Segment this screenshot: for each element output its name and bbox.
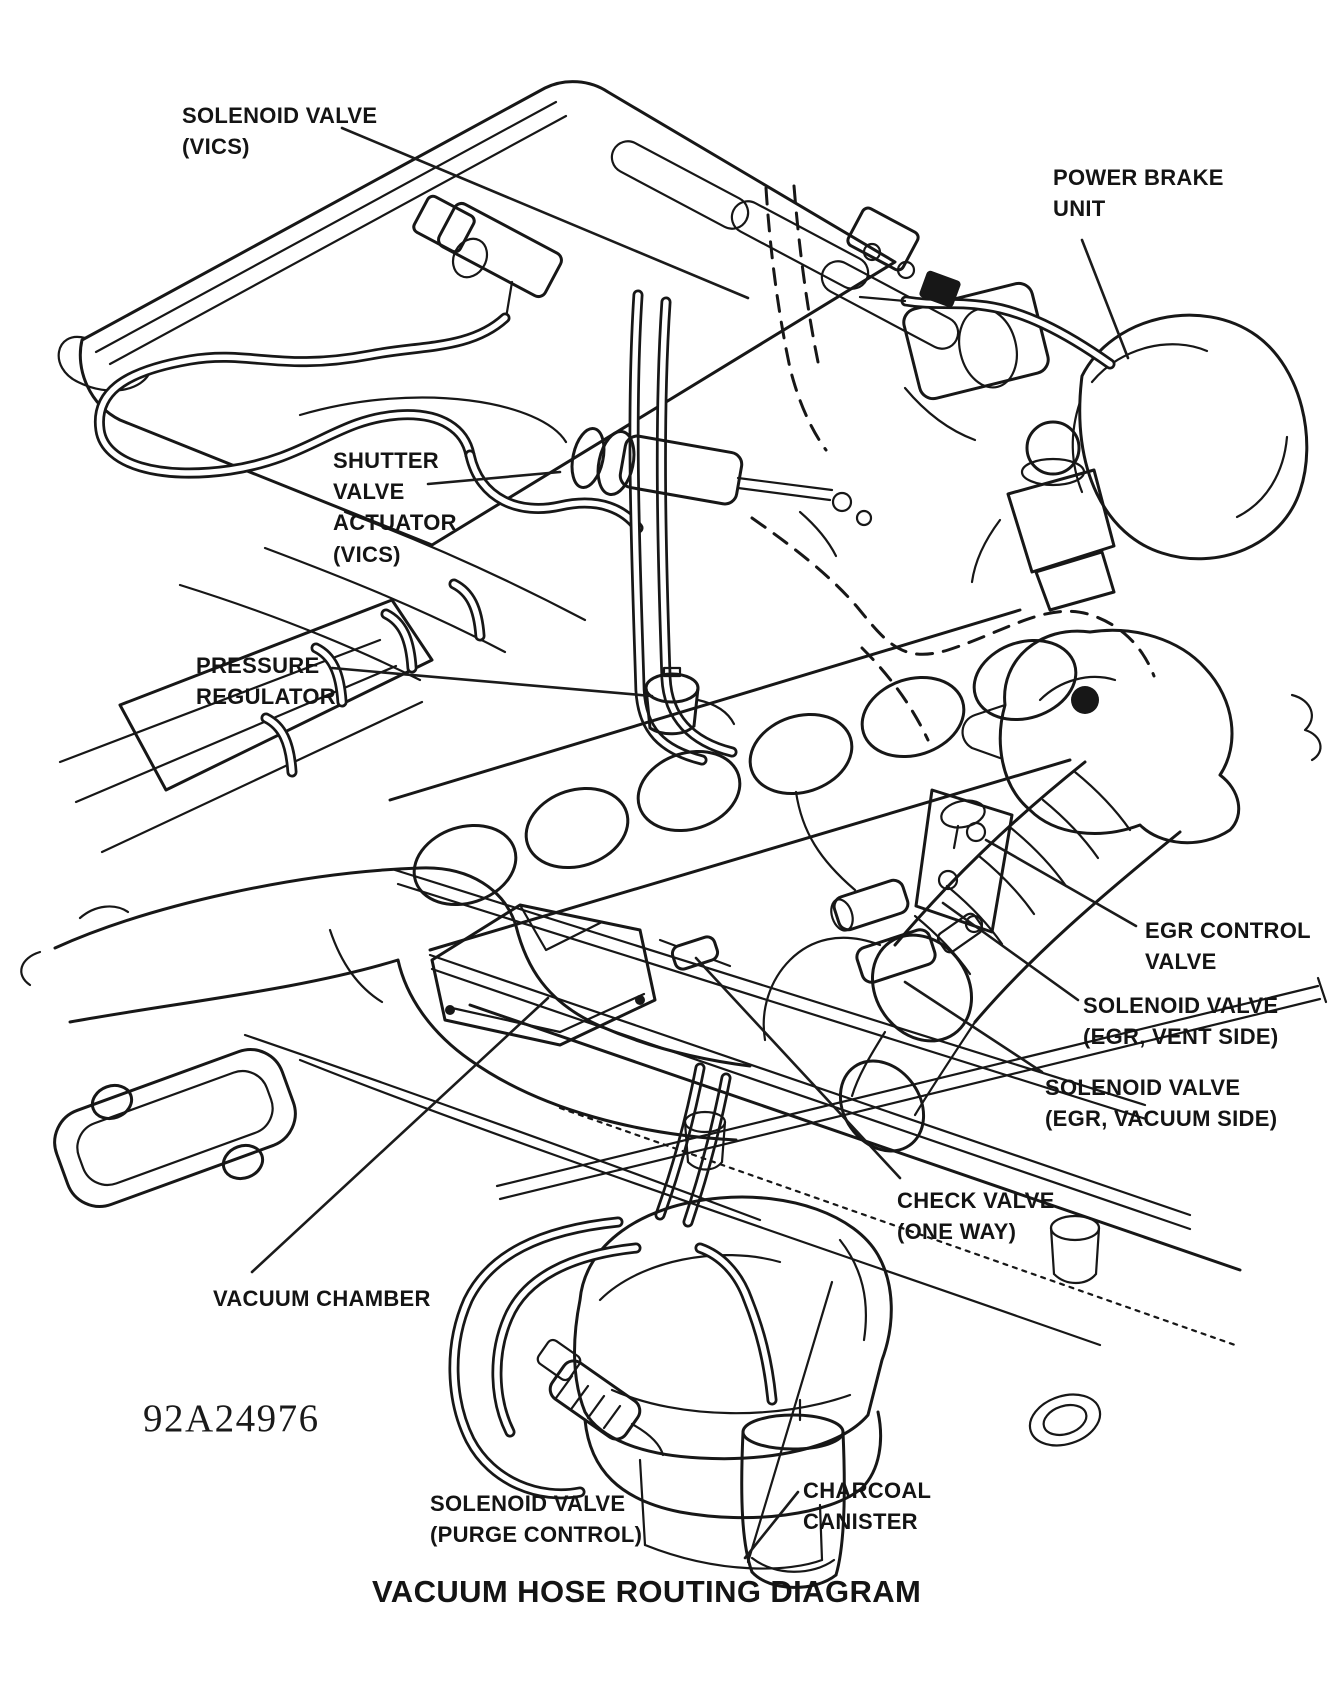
label-solenoid-valve-egr-vacuum: SOLENOID VALVE (EGR, VACUUM SIDE)	[1045, 1075, 1278, 1132]
power-brake-booster	[858, 270, 1322, 762]
egr-solenoid-cluster	[658, 788, 1014, 1042]
lower-left-intake	[20, 866, 752, 1208]
center-vertical-hoses	[628, 289, 738, 1228]
label-shutter-valve-actuator: SHUTTER VALVE ACTUATOR (VICS)	[333, 448, 457, 567]
label-solenoid-valve-egr-vent: SOLENOID VALVE (EGR, VENT SIDE)	[1083, 993, 1279, 1050]
label-egr-control-valve: EGR CONTROL VALVE	[1145, 918, 1311, 975]
air-cleaner-assembly	[448, 976, 1328, 1589]
label-vacuum-chamber: VACUUM CHAMBER	[213, 1286, 431, 1311]
intake-plenum	[57, 80, 960, 682]
cylinder-head	[58, 578, 1078, 952]
vacuum-chamber-part	[430, 903, 657, 1047]
label-power-brake-unit: POWER BRAKE UNIT	[1053, 165, 1224, 222]
label-check-valve: CHECK VALVE (ONE WAY)	[897, 1188, 1055, 1245]
heat-shield-and-duct	[838, 628, 1241, 1153]
label-pressure-regulator: PRESSURE REGULATOR	[196, 653, 336, 710]
label-charcoal-canister: CHARCOAL CANISTER	[803, 1478, 932, 1535]
label-solenoid-valve-purge: SOLENOID VALVE (PURGE CONTROL)	[430, 1491, 643, 1548]
engine-block-edges	[243, 868, 1242, 1447]
shutter-valve-actuator-part	[298, 396, 873, 558]
vics-solenoid-valve-part	[93, 194, 644, 534]
dashed-hoses	[750, 184, 1156, 742]
leader-lines	[250, 126, 1138, 1560]
diagram-title: VACUUM HOSE ROUTING DIAGRAM	[372, 1574, 922, 1609]
pressure-regulator-part	[644, 666, 736, 736]
label-solenoid-valve-vics: SOLENOID VALVE (VICS)	[182, 103, 378, 160]
figure-number: 92A24976	[143, 1397, 320, 1440]
